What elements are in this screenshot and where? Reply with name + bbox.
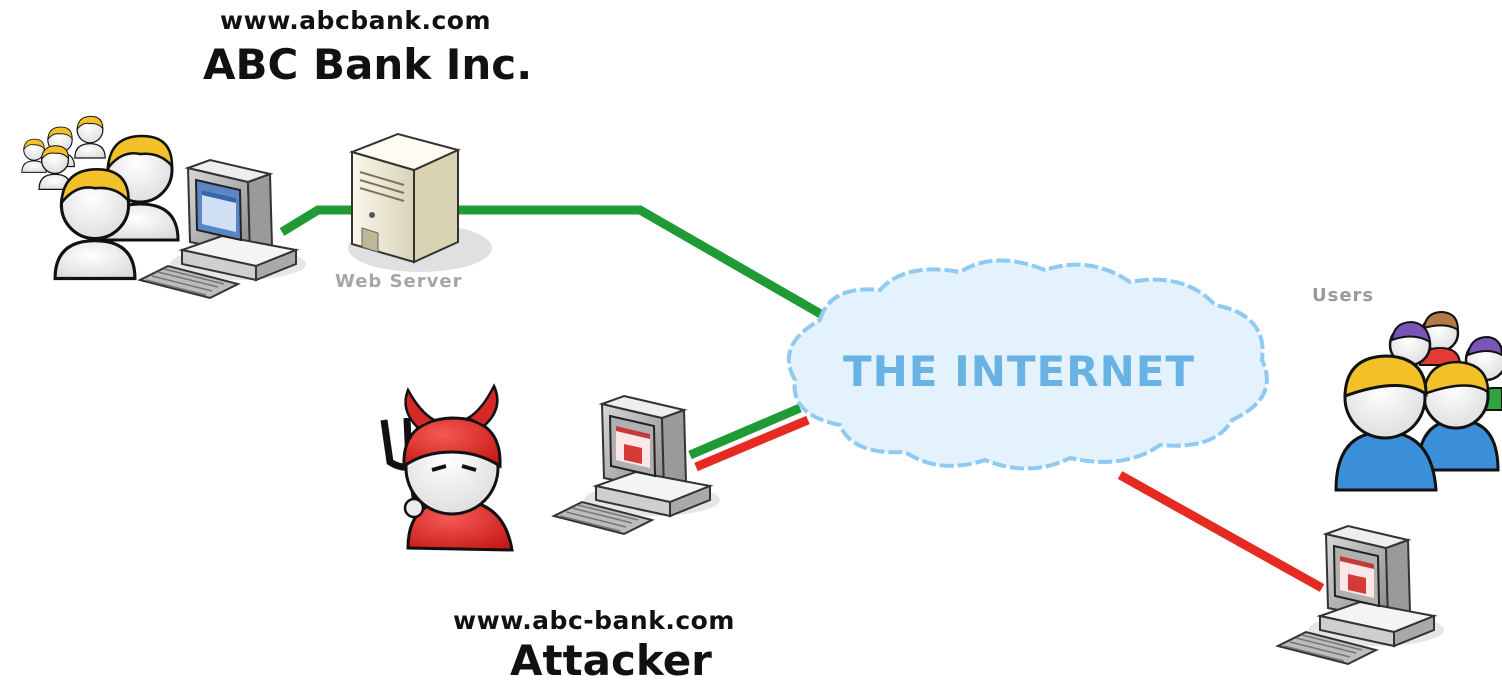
bank-name-label: ABC Bank Inc. <box>203 40 533 89</box>
users-group-icon <box>1334 310 1502 492</box>
internet-label: THE INTERNET <box>843 347 1196 396</box>
user-computer-icon <box>1277 525 1445 665</box>
attacker-url-label: www.abc-bank.com <box>453 606 735 635</box>
cloud-icon <box>786 258 1269 471</box>
attacker-to-internet-green-link <box>688 403 802 460</box>
bank-url-label: www.abcbank.com <box>220 6 492 35</box>
legit-links <box>279 205 855 460</box>
bank-users-icon <box>21 115 180 281</box>
internet-to-user-red-link <box>1117 471 1325 592</box>
web-server-label: Web Server <box>335 271 463 292</box>
bank-computer-to-server-link <box>279 205 360 236</box>
attack-links <box>694 415 1325 592</box>
users-label: Users <box>1312 285 1375 306</box>
attacker-computer-icon <box>553 395 721 535</box>
attacker-to-internet-red-link <box>694 415 810 472</box>
attacker-name-label: Attacker <box>510 636 712 685</box>
devil-icon <box>380 383 514 552</box>
web-server-icon <box>348 132 492 272</box>
server-to-internet-link <box>440 205 855 336</box>
